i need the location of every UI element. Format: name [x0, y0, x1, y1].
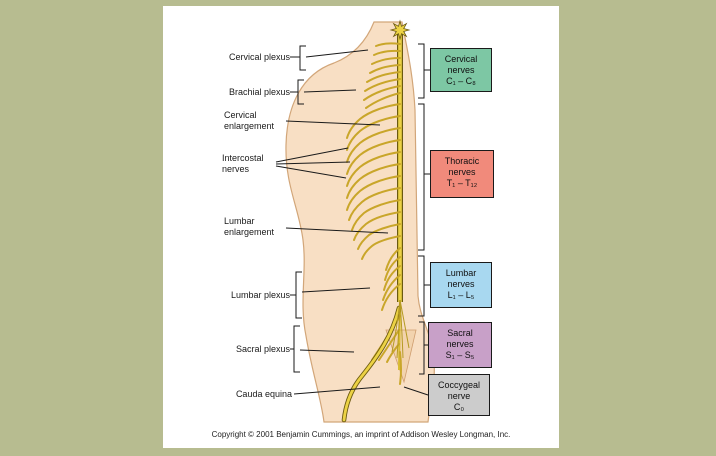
legend-text: Lumbar [445, 268, 477, 278]
label-cervical-plexus: Cervical plexus [228, 52, 290, 62]
legend-range: C₀ [453, 402, 465, 412]
legend-text: nerves [447, 65, 475, 75]
pointer-lines [275, 43, 430, 396]
legend-text: Coccygeal [437, 380, 481, 390]
legend-text: nerves [447, 279, 475, 289]
coccygeal-nerve-pointer [403, 386, 429, 396]
lumbar-plexus-bracket [295, 271, 302, 319]
cervical-plexus-bracket [299, 45, 306, 71]
sacral-plexus-bracket [293, 325, 300, 373]
legend-coccygeal-nerve: Coccygeal nerve C₀ [428, 374, 490, 416]
legend-text: Thoracic [444, 156, 480, 166]
legend-text: nerves [448, 167, 476, 177]
legend-lumbar-nerves: Lumbar nerves L₁ – L₅ [430, 262, 492, 308]
brachial-plexus-bracket [297, 79, 304, 105]
label-cauda-equina: Cauda equina [235, 389, 292, 399]
legend-text: Cervical [444, 54, 478, 64]
brainstem-starburst [389, 19, 411, 41]
legend-thoracic-nerves: Thoracic nerves T₁ – T₁₂ [430, 150, 494, 198]
copyright-text: Copyright © 2001 Benjamin Cummings, an i… [211, 430, 511, 439]
lumbar-nerves-bracket [418, 255, 425, 317]
legend-text: nerve [447, 391, 471, 401]
cauda-equina-filaments [391, 299, 410, 359]
sacral-nerves-bracket [419, 321, 425, 375]
legend-text: nerves [446, 339, 474, 349]
label-brachial-plexus: Brachial plexus [228, 87, 290, 97]
label-cervical-enlargement: Cervical enlargement [224, 110, 275, 131]
label-sacral-plexus: Sacral plexus [235, 344, 290, 354]
legend-range: C₁ – C₈ [446, 76, 476, 86]
legend-cervical-nerves: Cervical nerves C₁ – C₈ [430, 48, 492, 92]
body-silhouette [285, 21, 435, 423]
legend-sacral-nerves: Sacral nerves S₁ – S₅ [428, 322, 492, 368]
legend-range: S₁ – S₅ [445, 350, 475, 360]
thoracic-nerves-bracket [418, 103, 425, 251]
cervical-nerves-bracket [418, 43, 425, 99]
legend-range: L₁ – L₅ [447, 290, 475, 300]
legend-range: T₁ – T₁₂ [446, 178, 478, 188]
legend-text: Sacral [447, 328, 473, 338]
label-lumbar-enlargement: Lumbar enlargement [224, 216, 275, 237]
label-lumbar-plexus: Lumbar plexus [230, 290, 290, 300]
sacral-plexus-bundle [341, 305, 402, 423]
label-intercostal-nerves: Intercostal nerves [222, 153, 264, 174]
